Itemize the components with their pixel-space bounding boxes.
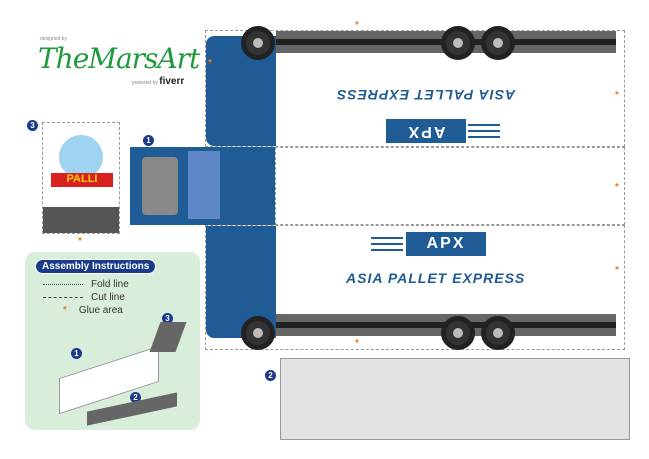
partner-name: fiverr	[159, 76, 185, 87]
part-number-2: 2	[265, 370, 276, 381]
glue-icon: *	[355, 338, 359, 349]
truck-side-bottom: APX ASIA PALLET EXPRESS	[205, 225, 625, 350]
legend-label: Cut line	[91, 292, 125, 303]
apx-logo-flipped: APX	[386, 119, 466, 143]
wheel	[441, 26, 475, 60]
part-number-3: 3	[27, 120, 38, 131]
windshield	[188, 151, 220, 219]
step-3: 3	[162, 313, 173, 324]
wheel	[241, 26, 275, 60]
powered-by-label: powered by fiverr	[132, 76, 184, 87]
glue-icon: *	[615, 182, 619, 193]
wheel	[481, 316, 515, 350]
mascot-bull	[59, 135, 103, 179]
apx-logo: APX	[406, 232, 486, 256]
part-number-1: 1	[143, 135, 154, 146]
truck-side-top: ASIA PALLET EXPRESS APX	[205, 26, 625, 147]
cut-line-sample	[43, 296, 83, 298]
powered-by-text: powered by	[132, 80, 158, 86]
legend-cut: Cut line	[43, 292, 125, 303]
truck-back: PALLI	[42, 122, 120, 234]
wheel	[441, 316, 475, 350]
company-name: ASIA PALLET EXPRESS	[346, 270, 526, 286]
glue-icon: *	[615, 265, 619, 276]
mascot-banner: PALLI	[51, 173, 113, 187]
fold-line-sample	[43, 283, 83, 285]
instructions-title: Assembly Instructions	[35, 259, 157, 274]
wheel	[481, 26, 515, 60]
logo-lines	[371, 237, 403, 251]
legend-label: Fold line	[91, 279, 129, 290]
wheel	[241, 316, 275, 350]
glue-icon: *	[355, 20, 359, 31]
grille	[142, 157, 178, 215]
designed-by-label: designed by	[40, 36, 67, 42]
glue-icon: *	[78, 236, 82, 247]
logo: designed by TheMarsArt powered by fiverr	[36, 36, 200, 88]
glue-icon: *	[615, 90, 619, 101]
truck-roof	[275, 147, 625, 225]
logo-lines	[468, 124, 500, 138]
back-part-diagram	[149, 322, 187, 352]
legend-glue: * Glue area	[63, 305, 123, 316]
assembly-instructions: Assembly Instructions Fold line Cut line…	[25, 252, 200, 430]
step-1: 1	[71, 348, 82, 359]
glue-icon: *	[63, 305, 67, 316]
glue-icon: *	[208, 58, 212, 69]
legend-fold: Fold line	[43, 279, 129, 290]
bumper	[43, 207, 119, 233]
legend-label: Glue area	[78, 305, 123, 316]
truck-base	[280, 358, 630, 440]
brand-logo: TheMarsArt	[38, 42, 200, 75]
company-name-flipped: ASIA PALLET EXPRESS	[336, 87, 516, 103]
step-2: 2	[130, 392, 141, 403]
cab-front	[130, 147, 275, 225]
